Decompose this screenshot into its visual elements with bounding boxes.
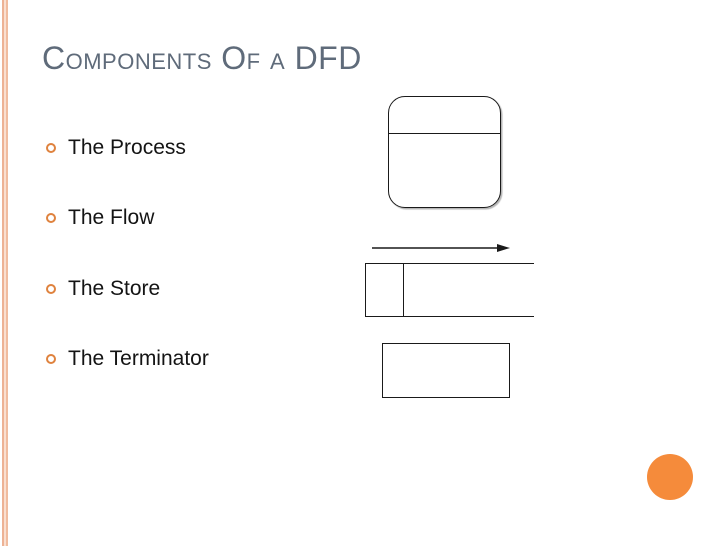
store-divider (403, 264, 404, 316)
slide-title: Components Of a DFD (42, 40, 362, 76)
bullet-ring-icon (46, 354, 56, 364)
bullet-ring-icon (46, 284, 56, 294)
bullet-item-process: The Process (46, 136, 186, 160)
bullet-ring-icon (46, 143, 56, 153)
bullet-ring-icon (46, 213, 56, 223)
terminator-rectangle-icon (382, 343, 510, 398)
flow-arrow-icon (372, 244, 510, 252)
bullet-label: The Process (68, 136, 186, 159)
accent-circle (647, 454, 693, 500)
process-rounded-rectangle-icon (388, 96, 501, 208)
bullet-item-store: The Store (46, 277, 160, 301)
bullet-item-flow: The Flow (46, 206, 154, 230)
bullet-label: The Store (68, 277, 161, 300)
bullet-item-terminator: The Terminator (46, 347, 209, 371)
left-border-stripe (2, 0, 8, 546)
right-border-stripe (694, 0, 728, 546)
store-open-rectangle-icon (365, 263, 534, 317)
bullet-label: The Terminator (68, 347, 209, 370)
bullet-label: The Flow (68, 206, 155, 229)
process-header-divider (389, 133, 500, 134)
